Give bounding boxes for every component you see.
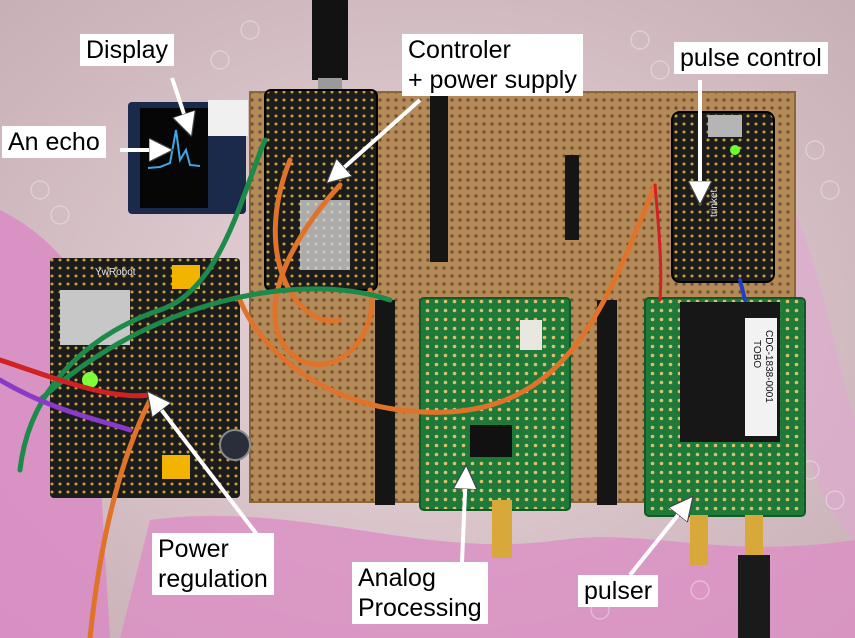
bubble-texture bbox=[30, 20, 845, 620]
capacitor bbox=[219, 429, 251, 461]
header-strip bbox=[597, 300, 617, 505]
controller-chip bbox=[300, 200, 350, 270]
coax-cable bbox=[738, 555, 770, 638]
jumper bbox=[162, 455, 190, 479]
pulse-usb bbox=[708, 115, 742, 137]
label-echo: An echo bbox=[2, 126, 106, 158]
analog-chip bbox=[470, 425, 512, 457]
module-part-text: CDC-1838-0001 bbox=[763, 330, 774, 403]
pulser-sma bbox=[690, 515, 708, 565]
analog-chip-small bbox=[520, 320, 542, 350]
arrow-power bbox=[150, 395, 267, 547]
header-strip bbox=[375, 300, 395, 505]
module-label bbox=[745, 318, 777, 436]
arrow-analog bbox=[462, 470, 466, 563]
label-controller: Controler + power supply bbox=[402, 34, 583, 96]
pulse-board-marking: trinket bbox=[709, 190, 720, 217]
label-power-line1: Power bbox=[158, 535, 229, 563]
power-led bbox=[82, 372, 98, 388]
label-power: Power regulation bbox=[152, 533, 274, 595]
wires bbox=[0, 137, 747, 638]
label-pulse-control: pulse control bbox=[674, 42, 828, 74]
label-echo-text: An echo bbox=[8, 128, 100, 156]
label-display-text: Display bbox=[86, 36, 168, 64]
label-analog: Analog Processing bbox=[352, 562, 488, 624]
label-analog-line2: Processing bbox=[358, 594, 482, 622]
echo-trace bbox=[147, 129, 201, 169]
module-brand-text: TOBO bbox=[751, 340, 762, 368]
arrow-display bbox=[170, 77, 190, 132]
annotation-arrows bbox=[120, 77, 700, 577]
label-pulser: pulser bbox=[578, 575, 659, 607]
label-power-line2: regulation bbox=[158, 565, 268, 593]
pulser-sma bbox=[745, 515, 763, 555]
arrow-controller bbox=[330, 98, 422, 180]
pulse-led bbox=[730, 145, 740, 155]
oled-screen bbox=[140, 108, 208, 208]
label-controller-line1: Controler bbox=[408, 36, 511, 64]
power-board-marking: YwRobot bbox=[95, 267, 136, 278]
usb-port bbox=[60, 290, 130, 345]
pulse-control-board bbox=[671, 111, 775, 283]
label-pulse-control-text: pulse control bbox=[680, 44, 822, 72]
usb-cable bbox=[312, 0, 348, 80]
label-analog-line1: Analog bbox=[358, 564, 436, 592]
label-controller-line2: + power supply bbox=[408, 66, 577, 94]
header-strip bbox=[565, 155, 579, 240]
analog-sma bbox=[492, 500, 512, 558]
arrow-pulser bbox=[628, 500, 690, 577]
label-pulser-text: pulser bbox=[584, 577, 653, 605]
label-display: Display bbox=[80, 34, 174, 66]
oled-tape bbox=[208, 100, 248, 136]
header-strip bbox=[430, 92, 448, 262]
pink-wrap-right bbox=[790, 200, 855, 540]
